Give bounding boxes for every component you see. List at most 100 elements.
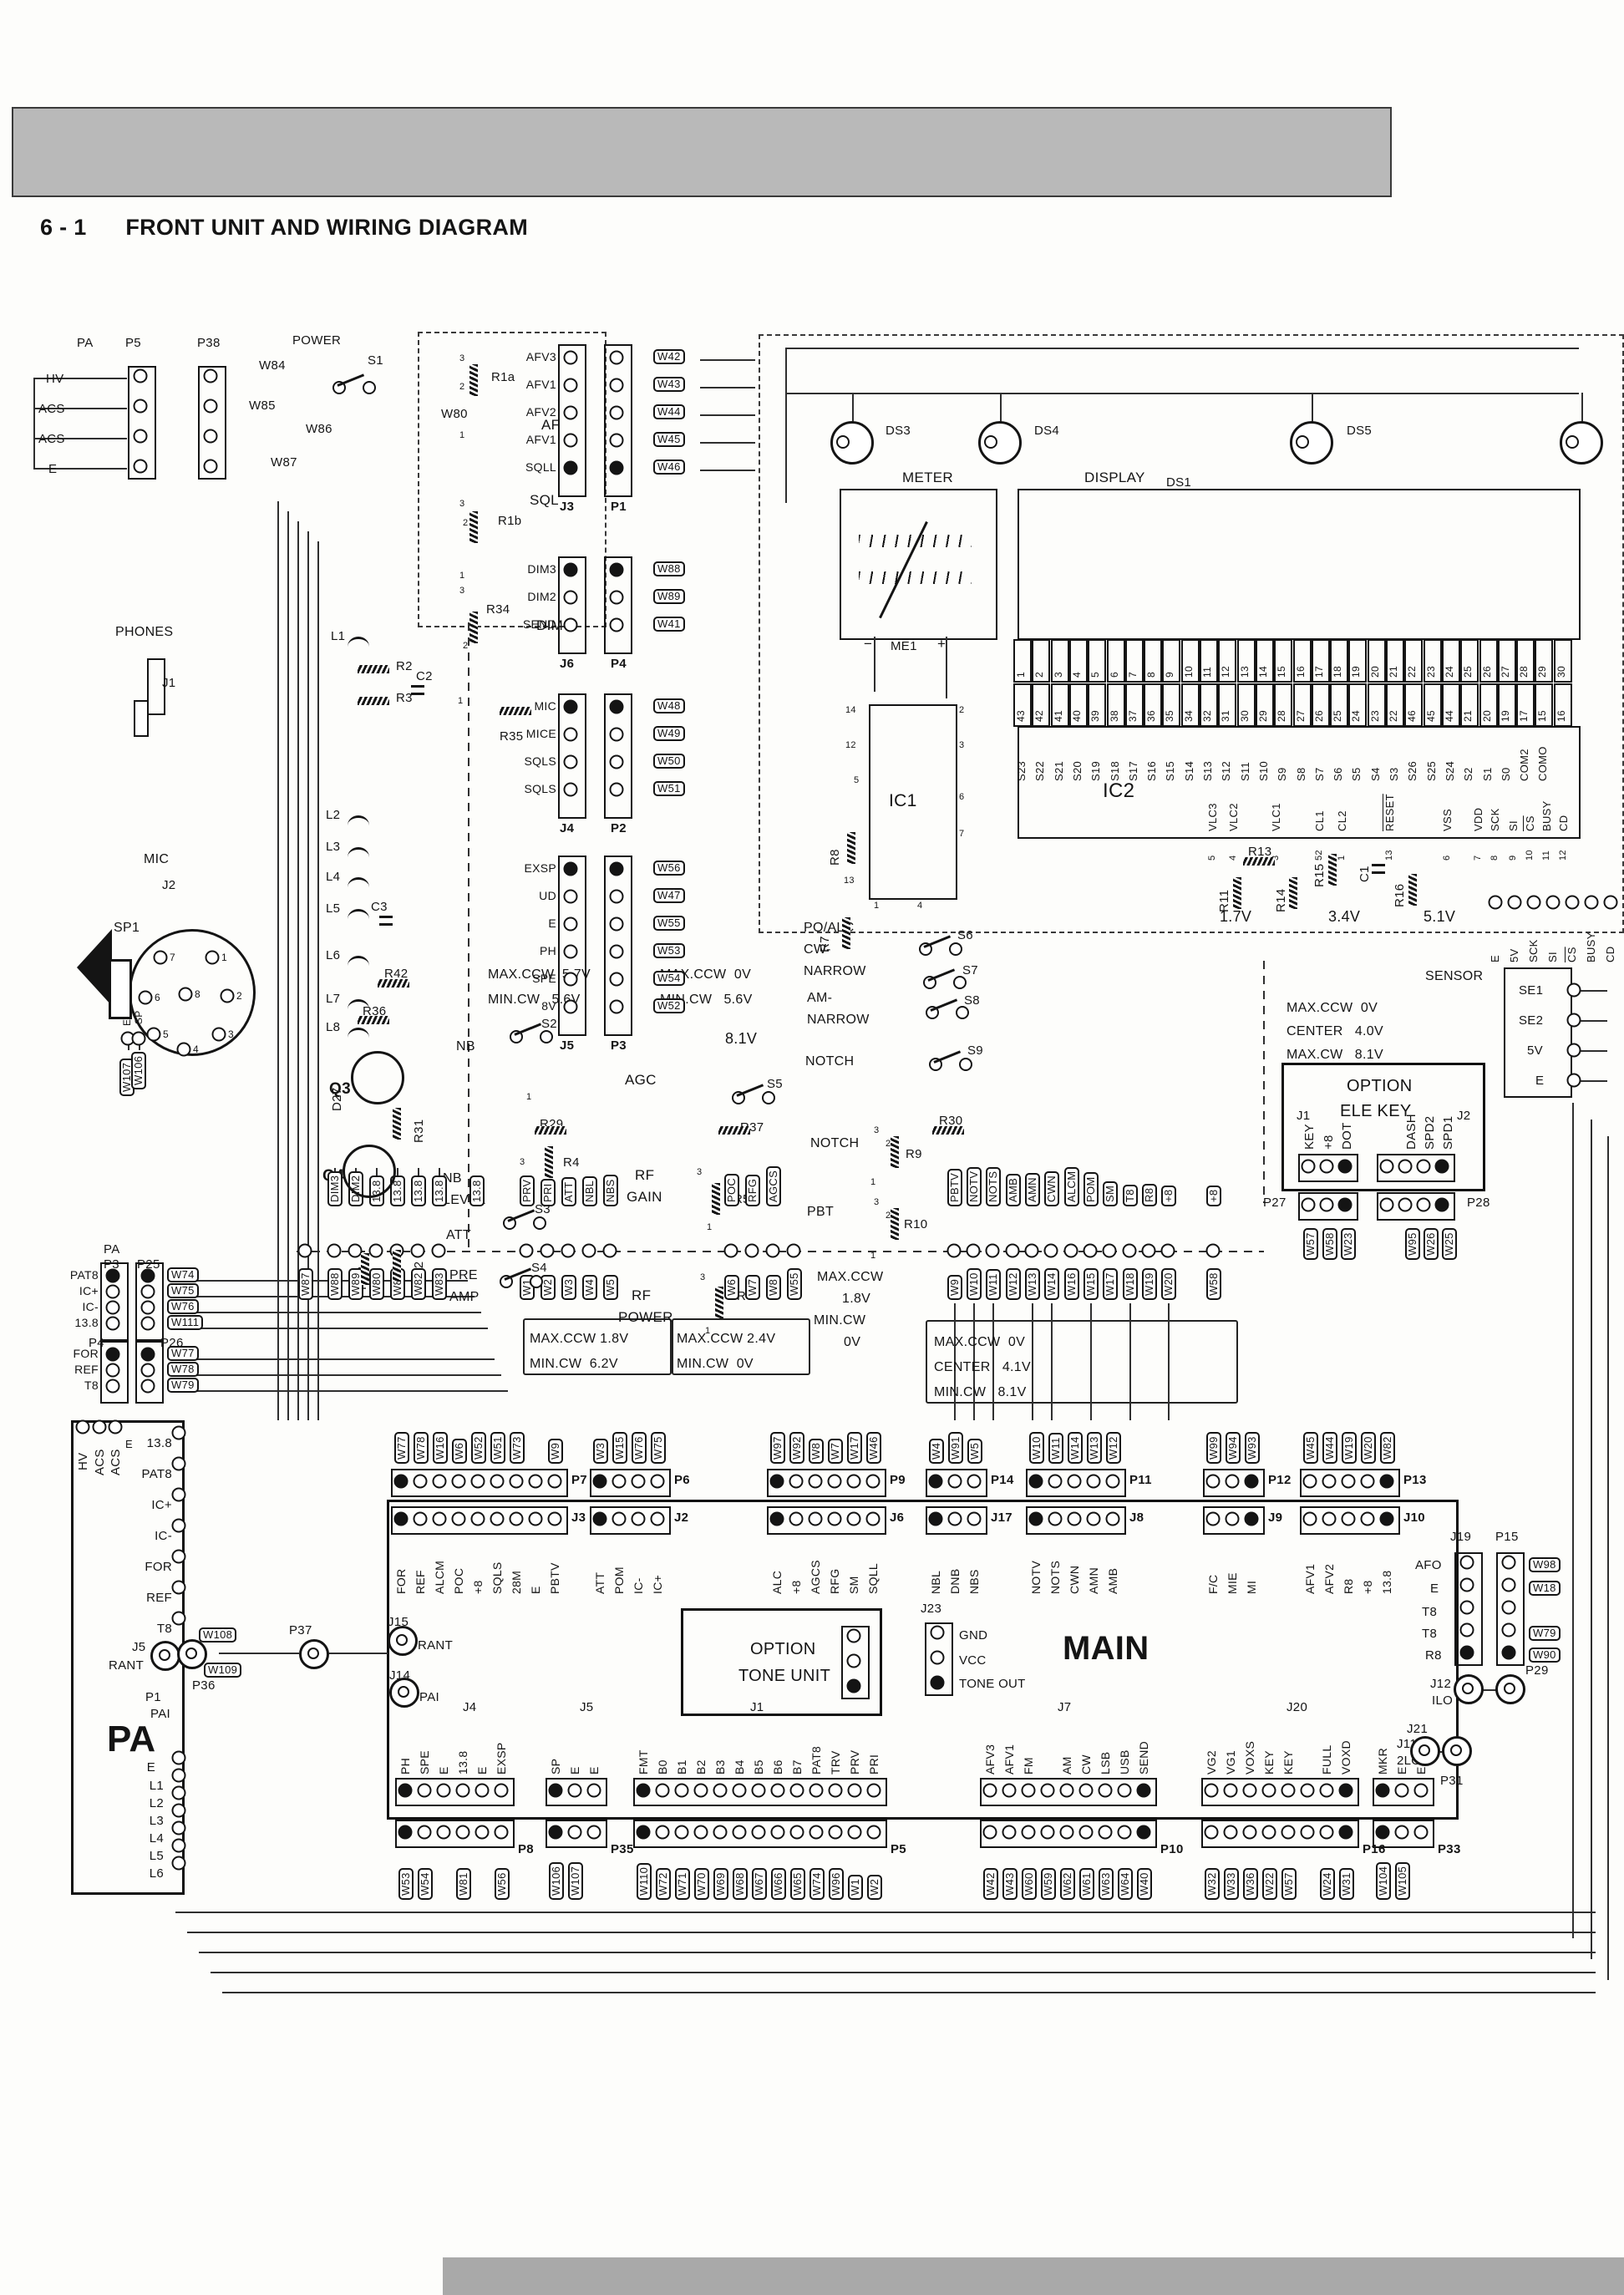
pa-edge-pins-pin [171,1549,186,1564]
se5v: 5V [1527,1043,1543,1058]
ann-d2: MIN.CW 6.2V [530,1357,618,1371]
j1-p5-pin [809,1783,824,1798]
j7-p10-signal: AM [1060,1756,1073,1775]
pa-l-pins-pin [171,1856,186,1871]
p4-p26-signal: FOR [73,1347,99,1360]
p14-j17-wire-chip: W5 [967,1438,983,1464]
bus-wire-chip: W55 [787,1268,803,1300]
tone-unit-box [681,1608,882,1716]
j5-p35-wire-chip: W106 [549,1861,565,1900]
p9-j6-pin [865,1474,881,1489]
j6-p4-pin [609,590,624,605]
bus-pin [1005,1243,1020,1258]
bus-pin [966,1243,981,1258]
r33-res [361,1253,369,1285]
p7-j3-wire-chip: W16 [433,1432,449,1464]
ic2-pin-number: 34 [1182,710,1195,722]
s7-switch [923,968,967,989]
r10-3: 3 [874,1197,880,1207]
j1-p5-wire-chip: W2 [867,1874,883,1900]
j1-p5-signal: B5 [752,1759,765,1775]
bus-wire-chip: W9 [947,1274,963,1300]
wire [468,622,469,1251]
p7-j3-signal: REF [414,1570,427,1594]
pa-l-pins-pin [171,1785,186,1800]
r8-res [847,832,855,864]
p14-j17-pin [928,1511,943,1526]
r34-pot [469,612,478,643]
r15: R15 [1312,863,1327,887]
j5-p3-pin [609,889,624,904]
bus-wire-chip: W58 [1206,1268,1222,1300]
ic2-bottom-signal: RESET [1383,794,1396,831]
display-pin-number: 27 [1499,666,1511,678]
p7-j3-wire-chip: W9 [548,1438,564,1464]
j3-p1-pin [609,433,624,448]
ic2-pin-number: 43 [1015,710,1027,722]
ic1-l: IC1 [889,791,917,810]
ic2-pin-number: 25 [1332,710,1344,722]
j6-p4-p-label: P4 [611,657,627,671]
display-pin-number: 18 [1332,666,1344,678]
j7-p10-pin [1021,1783,1036,1798]
display-pin-cell [1124,639,1144,683]
j5-p3-strip-j [558,856,586,1036]
ic2-bottom-pin: 8 [1490,855,1500,861]
j1-p5-pin [770,1825,785,1840]
j4-p8-signal: E [475,1766,489,1775]
p7-j3-wire-chip: W73 [510,1432,525,1464]
pa-l: PA [104,1242,120,1257]
p4-l: P4 [89,1336,104,1350]
j6-p4-pin [563,617,578,632]
wire [1032,1303,1033,1420]
p12-j9-p-label: P12 [1268,1473,1292,1487]
j1-p5-pin [751,1825,766,1840]
p12-j9-pin [1205,1474,1221,1489]
bus-pin [1141,1243,1156,1258]
ic2-bottom-pin: 13 [1384,850,1394,861]
l3-coil [348,847,369,857]
display-pin-cell [1497,639,1516,683]
s6-switch-part [949,942,962,956]
p27-pins [1298,1192,1358,1221]
s7-switch-part [953,976,967,989]
s5-switch [732,1084,775,1104]
j14-jack [389,1678,419,1708]
gain: GAIN [627,1189,662,1205]
j1b: J1 [750,1700,764,1714]
j23-pins-pin [930,1625,945,1640]
pa138: 13.8 [146,1436,172,1450]
w80a: W80 [441,407,468,421]
r9-pot [891,1136,899,1168]
wire [211,1972,1596,1973]
j20-p16-pin [1300,1825,1315,1840]
spke: E [121,1018,133,1026]
j5-p3-j-label: J5 [560,1038,575,1053]
p7-j3-pin [413,1474,428,1489]
j5-p3-signal: PH [539,944,556,957]
p11-j8-p-label: P11 [1129,1473,1152,1487]
p12-j9-signal: MI [1245,1580,1258,1594]
p6-j2-pin [650,1511,665,1526]
r32-res [393,1250,401,1282]
p12-j9-wire-chip: W99 [1206,1432,1222,1464]
af-pot-outline [418,332,606,627]
r1b-pot [469,511,478,543]
ic2-signal-label: S4 [1368,767,1382,781]
display-pin-cell [1311,639,1330,683]
ic2-signal-label: S14 [1182,760,1195,781]
p6-j2-wire-chip: W75 [651,1432,667,1464]
j21b: J21 [1407,1722,1429,1736]
pa-edge-pins-pin [171,1487,186,1502]
j5-p35-pin [548,1825,563,1840]
pa1b: PAI [150,1707,170,1721]
j7-p10-signal: LSB [1099,1751,1112,1775]
header-bar [12,107,1392,197]
p13-j10-wire-chip: W20 [1361,1432,1377,1464]
wire [1572,1103,1574,1938]
display-pin-number: 7 [1126,672,1139,678]
p29-jack [1495,1674,1525,1704]
p9-j6-pin [789,1511,804,1526]
j7-p10-signal: FM [1022,1757,1035,1775]
j20-p16-pin [1281,1825,1296,1840]
